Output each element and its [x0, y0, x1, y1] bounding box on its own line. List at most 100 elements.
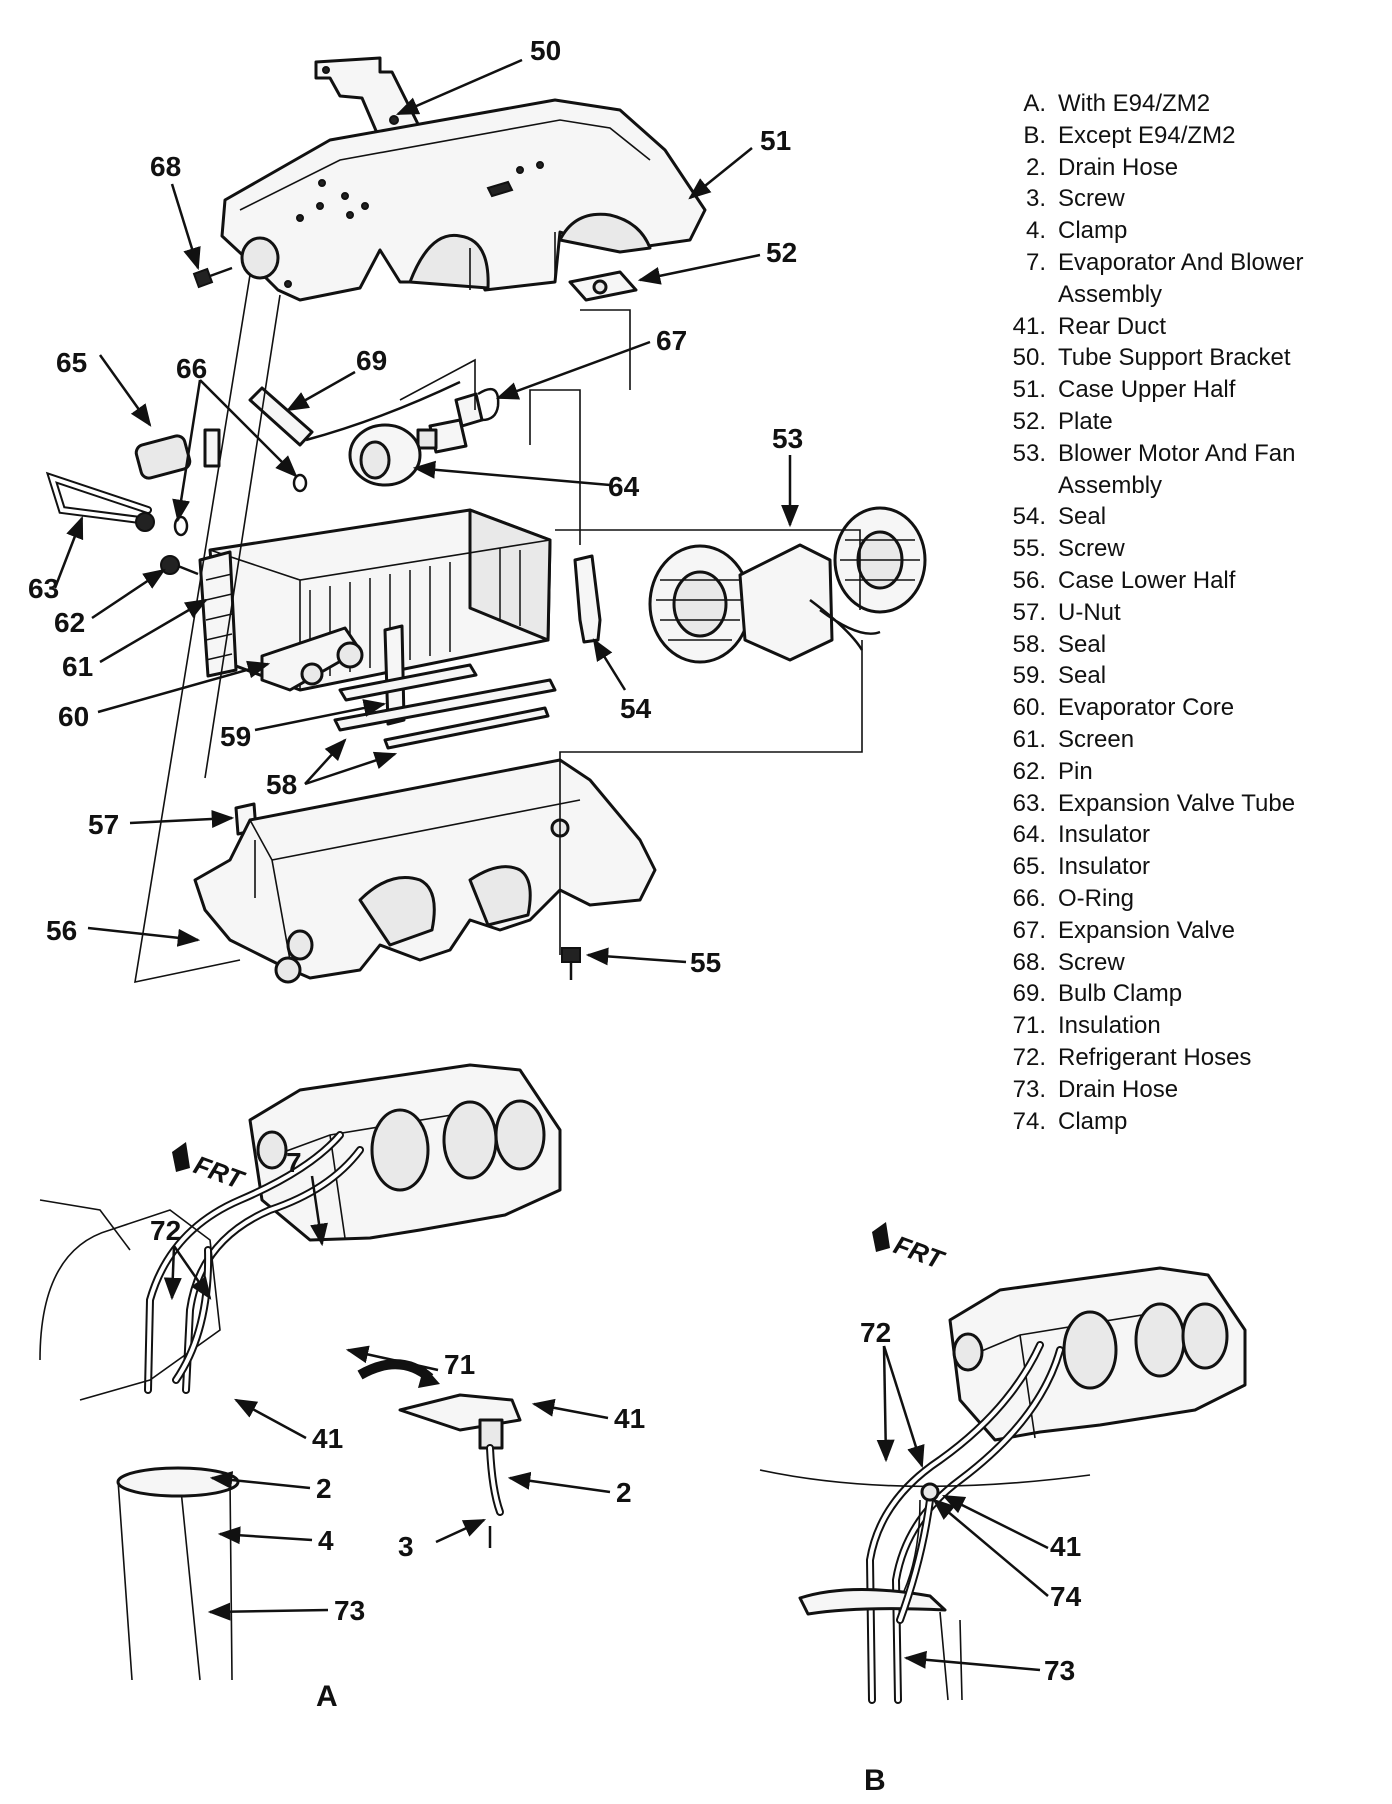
- legend-item: 74.Clamp: [1000, 1106, 1380, 1138]
- legend-item: B.Except E94/ZM2: [1000, 120, 1380, 152]
- legend-key: 41.: [1012, 312, 1046, 340]
- callout-69: 69: [356, 345, 387, 376]
- callout-52: 52: [766, 237, 797, 268]
- legend-item: 60.Evaporator Core: [1000, 692, 1380, 724]
- legend-label: Screw: [1058, 948, 1125, 976]
- seal-59: [338, 624, 478, 726]
- callout-66: 66: [176, 353, 207, 384]
- callout-51: 51: [760, 125, 791, 156]
- legend-key: 2.: [1025, 153, 1046, 181]
- legend-item: 65. Insulator: [1000, 851, 1380, 883]
- view-a: [39, 1063, 562, 1681]
- legend-item: 68. Screw: [1000, 947, 1380, 979]
- legend-item: 53.Blower Motor And Fan Assembly: [1000, 438, 1380, 502]
- frt-label-a: FRT: [190, 1149, 249, 1195]
- legend-key: 61.: [1012, 725, 1046, 753]
- callout-a-72: 72: [150, 1215, 181, 1246]
- callout-61: 61: [62, 651, 93, 682]
- legend-label: O-Ring: [1058, 884, 1135, 912]
- legend-label: Insulation: [1058, 1012, 1161, 1040]
- legend-item: 57. U-Nut: [1000, 597, 1380, 629]
- callout-50: 50: [530, 35, 561, 66]
- legend-item: 51.Case Upper Half: [1000, 374, 1380, 406]
- callout-b-73: 73: [1044, 1655, 1075, 1686]
- expansion-valve: [416, 387, 500, 454]
- legend-item: 4. Clamp: [1000, 215, 1380, 247]
- legend-label: Drain Hose: [1058, 153, 1179, 181]
- legend-label: Insulator: [1058, 853, 1151, 881]
- callout-a-2-detail: 2: [616, 1477, 632, 1508]
- top-leaders: [53, 58, 799, 966]
- legend-key: A.: [1023, 90, 1046, 117]
- legend-label: Screw: [1058, 185, 1125, 213]
- legend-item: 64.Insulator: [1000, 819, 1380, 851]
- legend-label: Drain Hose: [1058, 1075, 1179, 1103]
- frt-label-b: FRT: [890, 1229, 949, 1275]
- legend-key: 68.: [1012, 948, 1046, 976]
- pin: [160, 555, 199, 576]
- legend-label: Expansion Valve Tube: [1058, 789, 1296, 817]
- case-lower-half: [193, 758, 657, 984]
- legend-key: 72.: [1012, 1043, 1046, 1071]
- legend-label: Seal: [1058, 662, 1107, 690]
- legend-item: 73.Drain Hose: [1000, 1074, 1380, 1106]
- parts-legend: A. With E94/ZM2 B.Except E94/ZM2 2. Drain …: [1000, 88, 1380, 1137]
- callout-a-41-detail: 41: [614, 1403, 645, 1434]
- legend-item: 56. Case Lower Half: [1000, 565, 1380, 597]
- callout-53: 53: [772, 423, 803, 454]
- callout-60: 60: [58, 701, 89, 732]
- legend-item: 7.Evaporator And Blower Assembly: [1000, 247, 1380, 311]
- legend-label: Clamp: [1058, 217, 1128, 245]
- view-a-leaders: [163, 1175, 611, 1621]
- legend-label: Case Lower Half: [1058, 566, 1236, 594]
- callout-62: 62: [54, 607, 85, 638]
- view-label-b: B: [864, 1764, 886, 1797]
- legend-label: Screw: [1058, 535, 1125, 563]
- insulator-64: [348, 423, 422, 487]
- legend-key: 66.: [1012, 884, 1046, 912]
- legend-label: With E94/ZM2: [1058, 90, 1211, 117]
- callout-a-71: 71: [444, 1349, 475, 1380]
- legend-key: 52.: [1012, 407, 1046, 435]
- legend-key: 57.: [1012, 598, 1046, 626]
- legend-key: 74.: [1012, 1107, 1046, 1135]
- legend-key: B.: [1023, 121, 1046, 149]
- callout-a-41: 41: [312, 1423, 343, 1454]
- legend-item: 54.Seal: [1000, 501, 1380, 533]
- callout-56: 56: [46, 915, 77, 946]
- legend-key: 4.: [1025, 217, 1046, 245]
- legend-item: 3.Screw: [1000, 183, 1380, 215]
- callout-a-4: 4: [318, 1525, 334, 1556]
- legend-item: 63.Expansion Valve Tube: [1000, 788, 1380, 820]
- legend-item: 58.Seal: [1000, 629, 1380, 661]
- legend-key: 62.: [1012, 757, 1046, 785]
- legend-label: U-Nut: [1058, 598, 1121, 626]
- legend-item: 59. Seal: [1000, 660, 1380, 692]
- legend-key: 69.: [1012, 980, 1046, 1008]
- callout-55: 55: [690, 947, 721, 978]
- screw-68: [192, 266, 233, 289]
- legend-item: 62.Pin: [1000, 756, 1380, 788]
- callout-64: 64: [608, 471, 640, 502]
- legend-label: Refrigerant Hoses: [1058, 1043, 1252, 1071]
- callout-a-3: 3: [398, 1531, 414, 1562]
- legend-item: 50.Tube Support Bracket: [1000, 342, 1380, 374]
- callout-58: 58: [266, 769, 297, 800]
- legend-item: 66. O-Ring: [1000, 883, 1380, 915]
- legend-key: 54.: [1012, 503, 1046, 531]
- legend-item: 55.Screw: [1000, 533, 1380, 565]
- callout-54: 54: [620, 693, 652, 724]
- legend-label: Evaporator Core: [1058, 694, 1235, 722]
- legend-key: 51.: [1012, 376, 1046, 404]
- legend-key: 65.: [1012, 853, 1046, 881]
- legend-key: 59.: [1012, 662, 1046, 690]
- legend-label: Evaporator And Blower Assembly: [1058, 248, 1304, 308]
- legend-label: Tube Support Bracket: [1058, 344, 1291, 372]
- legend-key: 71.: [1012, 1012, 1046, 1040]
- legend-key: 56.: [1012, 566, 1046, 594]
- callout-b-74: 74: [1050, 1581, 1082, 1612]
- callout-67: 67: [656, 325, 687, 356]
- callout-b-41: 41: [1050, 1531, 1081, 1562]
- legend-item: 41.Rear Duct: [1000, 311, 1380, 343]
